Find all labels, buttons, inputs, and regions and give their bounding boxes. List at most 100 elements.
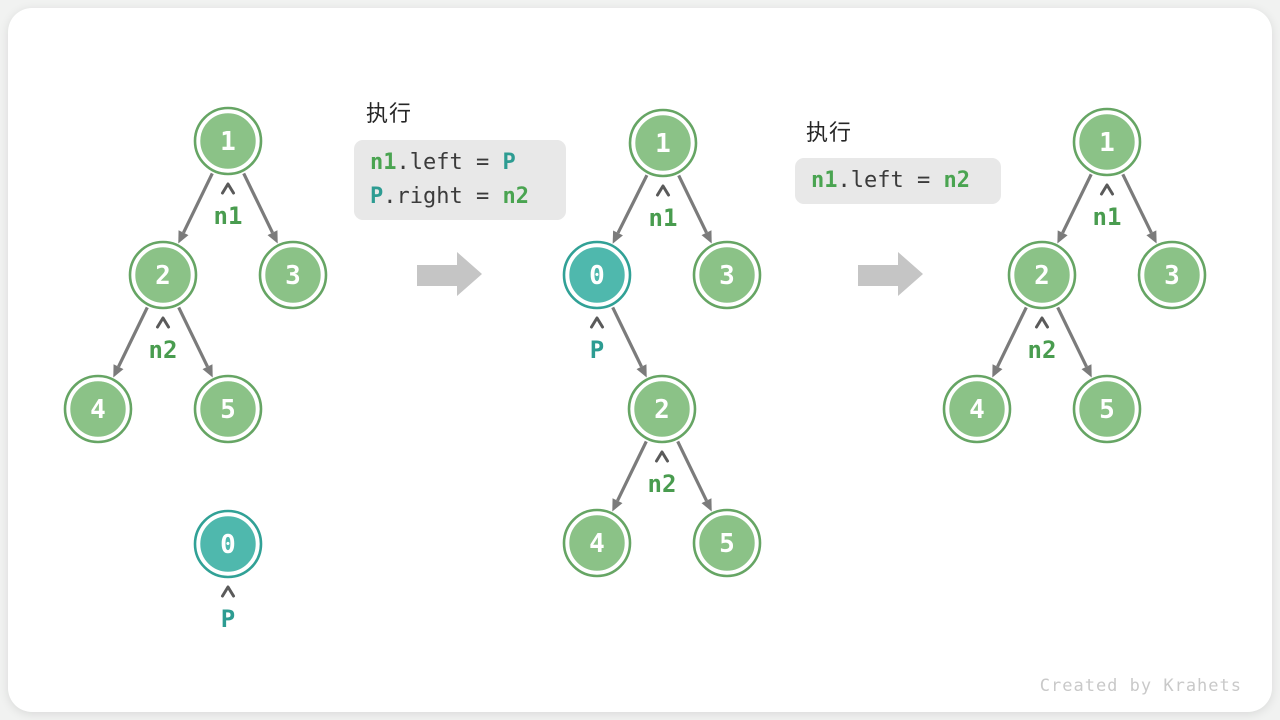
- tree-edge: [996, 306, 1028, 368]
- pointer-n1: n1: [1093, 183, 1122, 231]
- node-circle: [1011, 244, 1073, 306]
- tree-node-5: 5: [692, 508, 762, 578]
- pointer-label: n2: [1028, 336, 1057, 364]
- node-circle: [197, 110, 259, 172]
- node-circle: [696, 512, 758, 574]
- code-token: .left =: [837, 168, 944, 193]
- node-outer-ring: [1072, 374, 1142, 444]
- tree-after-removal: 1 2 3 4 5 n1 n2: [942, 107, 1207, 444]
- tree-edge-arrowhead-icon: [612, 230, 623, 244]
- node-value: 0: [220, 530, 236, 560]
- caret-up-icon: [1100, 183, 1114, 196]
- pointer-label: n2: [149, 336, 178, 364]
- node-outer-ring: [1137, 240, 1207, 310]
- pointer-P: P: [590, 316, 604, 364]
- tree-edge-arrowhead-icon: [636, 364, 647, 378]
- code-token: n1: [370, 150, 397, 175]
- tree-edge: [611, 306, 643, 368]
- tree-edge-arrowhead-icon: [267, 230, 278, 244]
- tree-edge-arrowhead-icon: [992, 364, 1003, 378]
- step-arrow-icon-1: [417, 252, 482, 296]
- tree-edge: [1056, 306, 1088, 368]
- tree-node-3: 3: [692, 240, 762, 310]
- node-outer-ring: [627, 374, 697, 444]
- pointer-n1: n1: [649, 184, 678, 232]
- tree-edge: [1121, 173, 1153, 234]
- node-value: 5: [719, 529, 735, 559]
- tree-edge-arrowhead-icon: [612, 498, 623, 512]
- caret-up-icon: [221, 182, 235, 195]
- node-value: 3: [719, 261, 735, 291]
- node-value: 3: [285, 261, 301, 291]
- step-arrow-icon-2: [858, 252, 923, 296]
- execute-label-1: 执行: [366, 102, 413, 127]
- pointer-label: P: [590, 336, 604, 364]
- node-circle: [632, 112, 694, 174]
- execute-label-2: 执行: [806, 121, 853, 146]
- tree-edge: [676, 440, 708, 502]
- node-value: 2: [1034, 261, 1050, 291]
- node-value: 2: [654, 395, 670, 425]
- pointer-n1: n1: [214, 182, 242, 230]
- tree-node-2: 2: [627, 374, 697, 444]
- node-circle: [631, 378, 693, 440]
- node-value: 4: [969, 395, 985, 425]
- tree-edge: [677, 174, 708, 234]
- tree-edge: [1061, 173, 1093, 234]
- node-circle: [197, 378, 259, 440]
- tree-edge: [177, 306, 209, 368]
- node-value: 3: [1164, 261, 1180, 291]
- tree-node-4: 4: [63, 374, 133, 444]
- node-value: 4: [90, 395, 106, 425]
- node-outer-ring: [562, 508, 632, 578]
- tree-node-5: 5: [193, 374, 263, 444]
- tree-node-2: 2: [1007, 240, 1077, 310]
- node-circle: [946, 378, 1008, 440]
- tree-edge: [242, 172, 274, 234]
- code-token: .right =: [383, 184, 503, 209]
- node-circle: [1076, 378, 1138, 440]
- node-circle: [1141, 244, 1203, 306]
- node-value: 1: [1099, 128, 1115, 158]
- tree-node-0: 0: [562, 240, 632, 310]
- node-circle: [197, 513, 259, 575]
- tree-node-1: 1: [193, 106, 263, 176]
- caret-up-icon: [156, 316, 170, 329]
- node-value: 4: [589, 529, 605, 559]
- tree-edge-arrowhead-icon: [1081, 364, 1092, 378]
- tree-node-2: 2: [128, 240, 198, 310]
- pointer-n2: n2: [149, 316, 178, 364]
- node-circle: [1076, 111, 1138, 173]
- tree-edge: [182, 172, 214, 234]
- tree-node-5: 5: [1072, 374, 1142, 444]
- code-line-2: P.right = n2: [370, 180, 550, 214]
- node-circle: [696, 244, 758, 306]
- watermark-credit: Created by Krahets: [1039, 676, 1242, 696]
- node-value: 0: [589, 261, 605, 291]
- node-value: 5: [1099, 395, 1115, 425]
- pointer-label: n1: [1093, 203, 1122, 231]
- pointer-label: n2: [648, 470, 677, 498]
- caret-up-icon: [221, 585, 235, 598]
- pointer-label: n1: [649, 204, 678, 232]
- pointer-label: P: [221, 605, 235, 633]
- tree-edge-arrowhead-icon: [1146, 230, 1157, 244]
- caret-up-icon: [655, 450, 669, 463]
- node-outer-ring: [562, 240, 632, 310]
- code-token: .left =: [396, 150, 503, 175]
- code-token: P: [502, 150, 516, 175]
- tree-node-3: 3: [258, 240, 328, 310]
- caret-up-icon: [656, 184, 670, 197]
- tree-before-insertion: 1 2 3 4 5 0 n1 n2P: [63, 106, 328, 633]
- pointer-n2: n2: [1028, 316, 1057, 364]
- code-line-1: n1.left = P: [370, 146, 550, 180]
- tree-node-1: 1: [628, 108, 698, 178]
- tree-node-4: 4: [942, 374, 1012, 444]
- tree-edge: [616, 174, 649, 234]
- node-outer-ring: [128, 240, 198, 310]
- tree-edge: [117, 306, 149, 368]
- tree-edge-arrowhead-icon: [701, 230, 712, 244]
- tree-node-1: 1: [1072, 107, 1142, 177]
- node-outer-ring: [193, 106, 263, 176]
